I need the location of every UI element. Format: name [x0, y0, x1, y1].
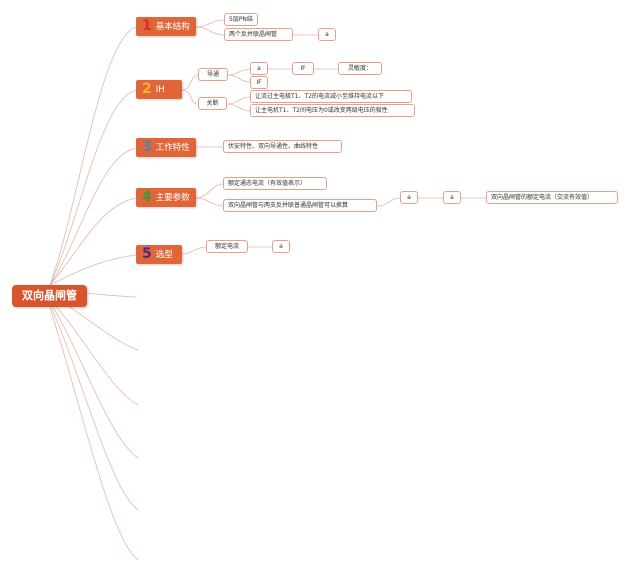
link-b4-convert — [195, 197, 224, 207]
branch-label: 基本结构 — [155, 22, 190, 32]
link-root-b4 — [49, 197, 137, 286]
leaf-rated-current-ac[interactable]: 双向晶闸管的额定电流（交流有效值） — [486, 191, 618, 204]
leaf-sensitivity[interactable]: 灵敏度： — [338, 62, 382, 75]
link-b5-rated — [181, 246, 207, 255]
leaf-if[interactable]: IF — [292, 62, 314, 75]
leaf-a[interactable]: a — [400, 191, 418, 204]
branch-number: 5 — [142, 246, 152, 262]
link-root-empty3 — [49, 299, 139, 406]
link-b2-on — [181, 74, 199, 91]
leaf-turn-off[interactable]: 关断 — [198, 97, 227, 110]
root-node[interactable]: 双向晶闸管 — [12, 285, 87, 307]
link-b1-anti — [195, 26, 225, 36]
link-on-if2 — [227, 74, 251, 83]
branch-number: 2 — [142, 81, 152, 97]
leaf-zero-voltage[interactable]: 让主电机T1、T2间电压为0或改变两级电压的极性 — [250, 104, 415, 117]
branch-label: 主要参数 — [155, 193, 190, 203]
leaf-conversion[interactable]: 双向晶闸管与两支反并联普通晶闸管可以换算 — [223, 199, 377, 212]
branch-number: 1 — [142, 18, 152, 34]
leaf-a[interactable]: a — [443, 191, 461, 204]
leaf-a[interactable]: a — [250, 62, 268, 75]
link-root-empty4 — [49, 301, 139, 459]
branch-number: 4 — [142, 189, 152, 205]
leaf-characteristics[interactable]: 伏安特性、双向导通性、曲线特性 — [223, 140, 342, 153]
leaf-rated-current[interactable]: 额定电流 — [206, 240, 248, 253]
link-root-empty5 — [49, 304, 139, 511]
link-root-b1 — [49, 26, 137, 286]
link-root-b2 — [49, 89, 137, 286]
branch-label: 选型 — [155, 250, 173, 260]
link-off-1 — [226, 96, 251, 105]
leaf-reduce-current[interactable]: 让流过主电极T1、T2的电流减小至维持电流以下 — [250, 90, 412, 103]
link-root-b3 — [49, 147, 137, 286]
link-convert-a1 — [376, 197, 401, 207]
branch-number: 3 — [142, 139, 152, 155]
leaf-turn-on[interactable]: 导通 — [198, 68, 228, 81]
link-b2-off — [181, 89, 199, 105]
link-root-empty6 — [49, 307, 139, 561]
branch-label: 工作特性 — [155, 143, 190, 153]
branch-label: IH — [155, 85, 165, 95]
leaf-5-layer-pn[interactable]: 5层PN结 — [224, 13, 258, 26]
link-b1-layers — [195, 19, 225, 28]
link-root-b5 — [49, 254, 137, 286]
leaf-if[interactable]: IF — [250, 76, 268, 89]
leaf-rated-on-state-current[interactable]: 额定通态电流（有效值表示） — [223, 177, 327, 190]
link-on-a — [227, 68, 251, 76]
leaf-a[interactable]: a — [318, 28, 336, 41]
leaf-a[interactable]: a — [272, 240, 290, 253]
link-off-2 — [226, 103, 251, 112]
link-b4-rated — [195, 183, 224, 199]
leaf-anti-parallel-thyristors[interactable]: 两个反并联晶闸管 — [224, 28, 293, 41]
